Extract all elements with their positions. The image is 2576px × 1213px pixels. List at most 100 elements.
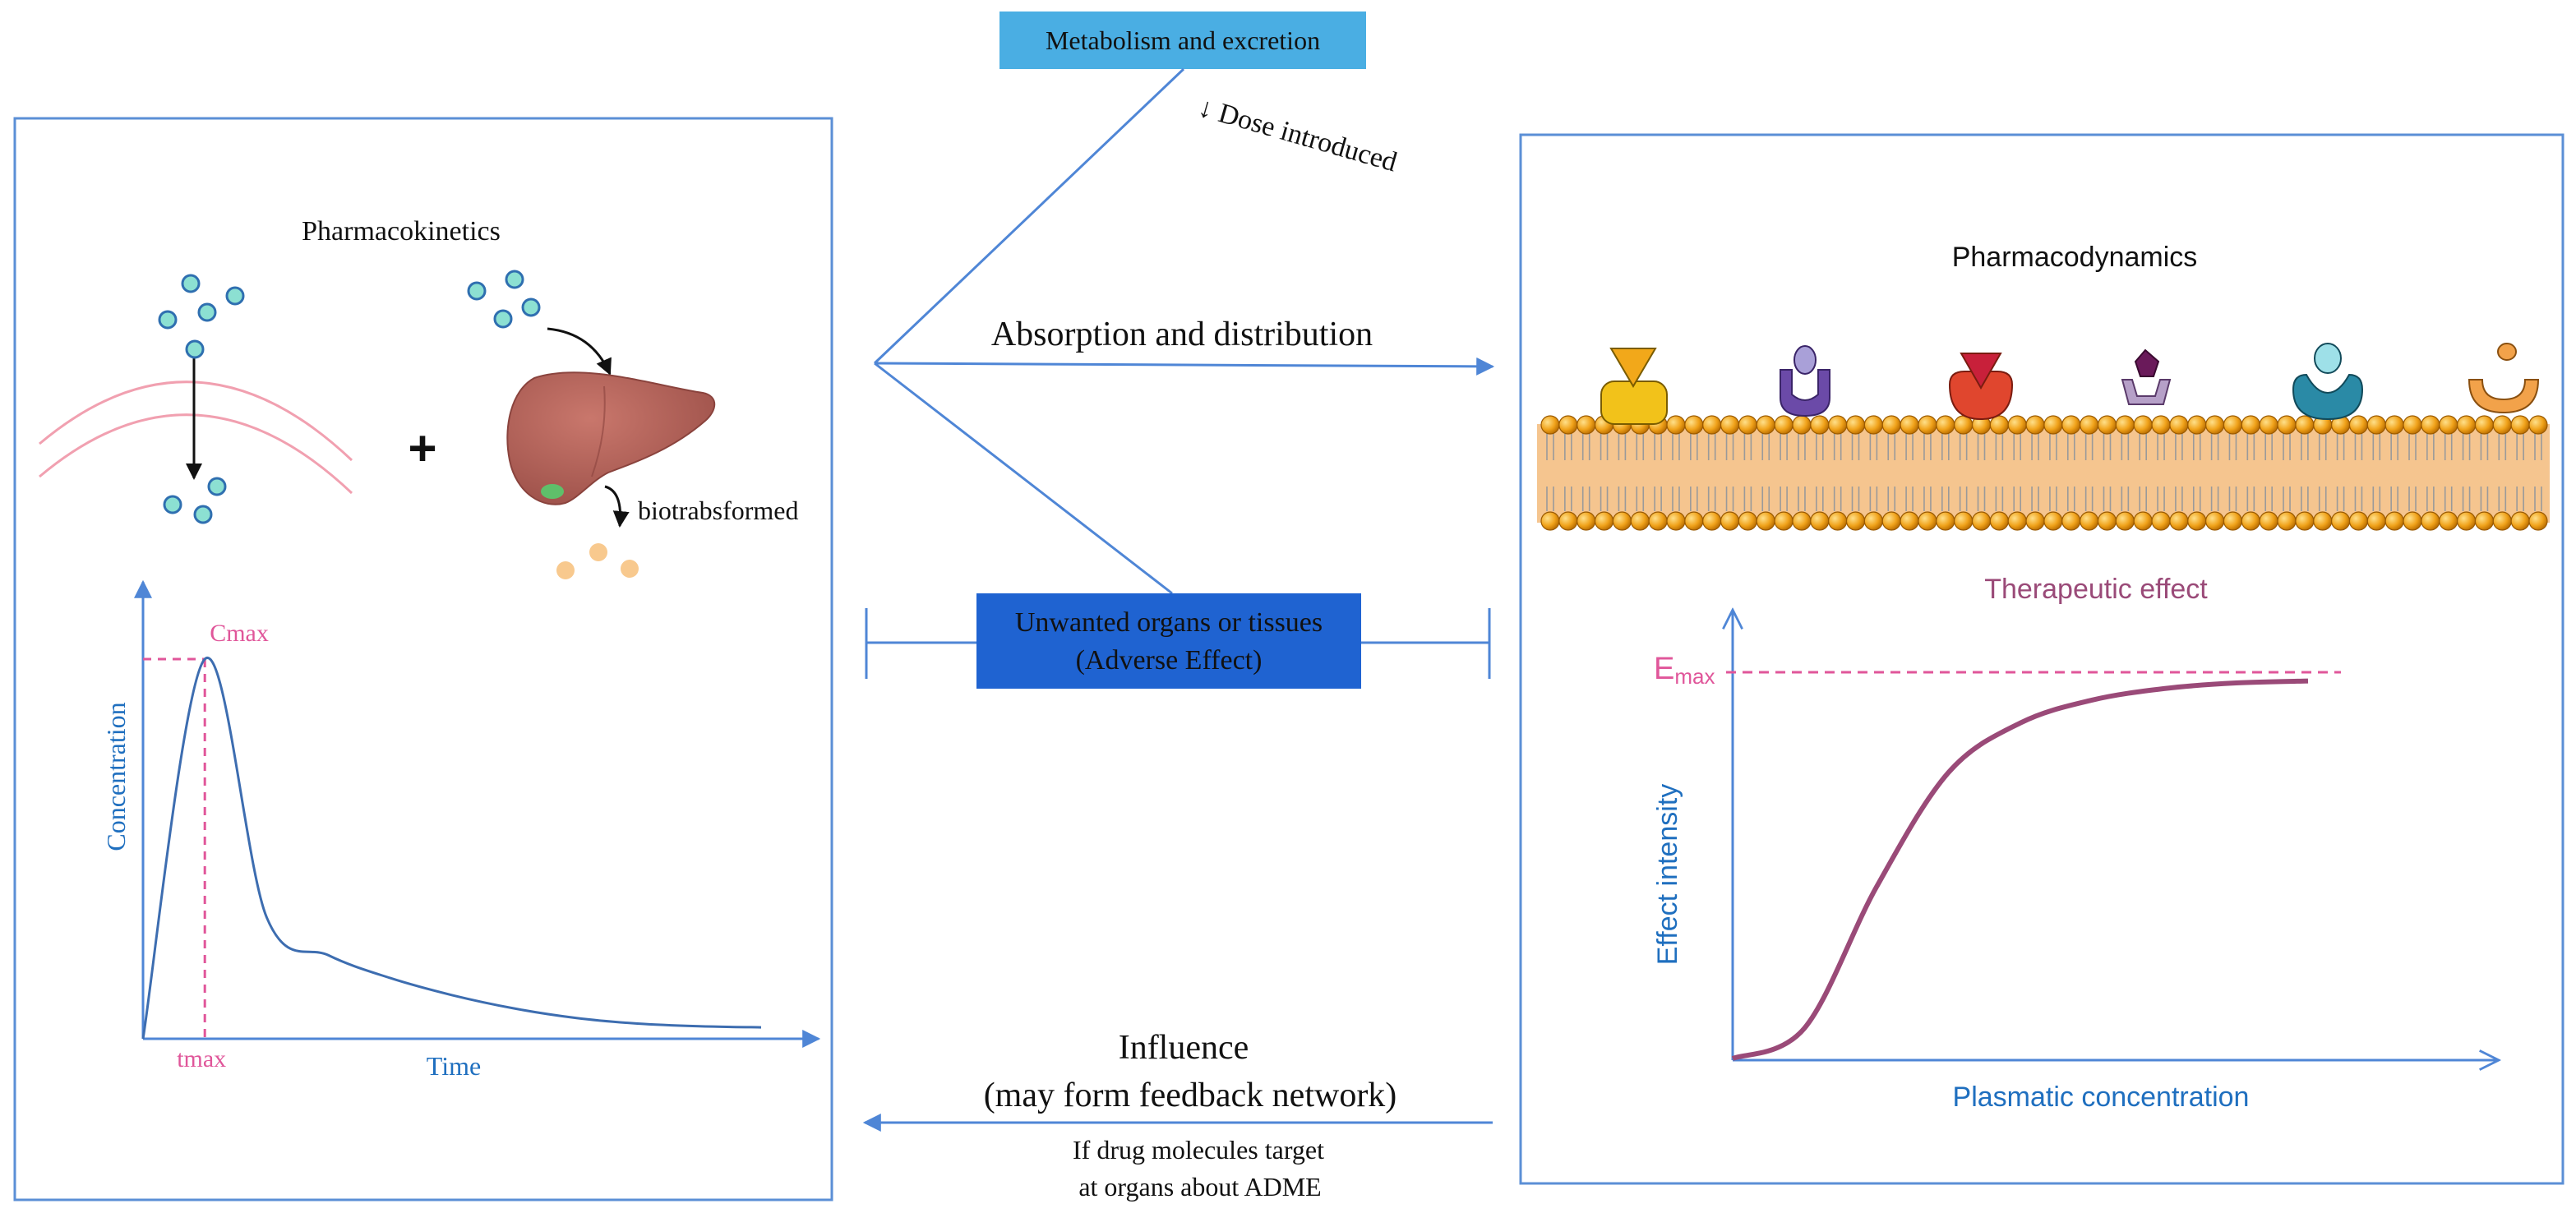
lipid-head [2277, 511, 2297, 531]
adverse-box [976, 593, 1361, 689]
lipid-tail [1654, 434, 1662, 511]
lipid-head [2439, 415, 2458, 435]
lipid-tail [2084, 434, 2094, 511]
lipid-tail [1707, 434, 1716, 511]
concentration-curve [141, 657, 762, 1040]
lipid-head [1881, 511, 1901, 531]
cell-membrane-icon [1537, 415, 2550, 531]
lipid-tail [2246, 434, 2255, 511]
lipid-head [2043, 511, 2063, 531]
lipid-head [1577, 415, 1596, 435]
lipid-tail [1780, 434, 1788, 511]
lipid-tail [2426, 434, 2435, 511]
lipid-tail [1851, 434, 1860, 511]
lipid-head [2510, 511, 2530, 531]
lipid-tail [2264, 434, 2273, 511]
lipid-head [1971, 511, 1992, 531]
lipid-tail [2103, 434, 2112, 511]
lipid-head [2259, 511, 2278, 531]
lipid-head [1540, 511, 1560, 531]
lipid-head [2061, 511, 2081, 531]
lipid-head [1648, 511, 1668, 531]
lipid-tail [1618, 434, 1627, 511]
lipid-head [1684, 511, 1704, 531]
lipid-tail [2498, 434, 2507, 511]
lipid-head [1738, 415, 1757, 435]
lipid-tail [1690, 434, 1698, 511]
lipid-tail [1869, 434, 1878, 511]
lipid-head [1918, 415, 1937, 435]
lipid-tail [1581, 434, 1590, 511]
pd-y-label: Effect intensity [1652, 784, 1683, 966]
receptor-icon [2121, 348, 2172, 405]
lipid-head [2348, 415, 2369, 435]
lipid-tail [1725, 434, 1734, 511]
emax-letter: E [1654, 652, 1674, 686]
lipid-head [2151, 511, 2171, 531]
lipid-head [2295, 511, 2315, 531]
receptor-icon [2292, 343, 2364, 421]
lipid-tail [2210, 434, 2219, 511]
lipid-head [2187, 511, 2207, 531]
lipid-tail [2157, 434, 2165, 511]
lipid-tail [1600, 434, 1609, 511]
lipid-tail [1995, 434, 2004, 511]
lipid-tail [2444, 434, 2453, 511]
lipid-head [2025, 415, 2045, 435]
lipid-head [1666, 511, 1686, 531]
lipid-head [1577, 511, 1596, 531]
lipid-head [1828, 511, 1848, 531]
lipid-head [1936, 415, 1955, 435]
lipid-head [1594, 511, 1614, 531]
lipid-tail [1833, 434, 1842, 511]
lipid-head [2187, 415, 2207, 435]
adverse-line1: Unwanted organs or tissues [1015, 607, 1323, 638]
lipid-head [2331, 511, 2351, 531]
lipid-head [2133, 511, 2153, 531]
lipid-head [1756, 415, 1775, 435]
lipid-tail [2372, 434, 2381, 511]
lipid-head [2080, 415, 2099, 435]
lipid-head [2384, 415, 2404, 435]
lipid-tail [2283, 434, 2291, 511]
lipid-head [2295, 415, 2315, 435]
lipid-tail [2301, 434, 2309, 511]
lipid-tail [2408, 434, 2417, 511]
lipid-head [1954, 511, 1974, 531]
lipid-tail [1941, 434, 1950, 511]
pd-x-label: Plasmatic concentration [1953, 1082, 2250, 1113]
lipid-head [1720, 415, 1740, 435]
pd-title: Pharmacodynamics [1952, 242, 2198, 273]
lipid-head [2007, 511, 2027, 531]
receptor-icon [1600, 348, 1668, 425]
lipid-tail [2336, 434, 2345, 511]
lipid-tail [1923, 434, 1932, 511]
lipid-head [2205, 511, 2225, 531]
lipid-head [2133, 415, 2153, 435]
lipid-head [2421, 511, 2440, 531]
target-line2: at organs about ADME [1078, 1172, 1321, 1201]
lipid-tail [2192, 434, 2201, 511]
lipid-head [2492, 511, 2512, 531]
cmax-label: Cmax [210, 620, 269, 647]
pk-y-label: Concentration [101, 702, 131, 851]
lipid-head [2223, 415, 2243, 435]
lipid-head [1792, 415, 1812, 435]
to-liver-arrow [547, 327, 612, 376]
lipid-head [1863, 511, 1883, 531]
lipid-tail [2516, 434, 2524, 511]
lipid-tail [2534, 434, 2542, 511]
lipid-head [2403, 511, 2422, 531]
receptor-icon [1948, 353, 2014, 421]
lipid-head [2277, 415, 2297, 435]
pd-panel-frame [1519, 133, 2564, 1185]
lipid-head [1558, 415, 1578, 435]
lipid-head [2115, 415, 2135, 435]
emax-subscript: max [1674, 664, 1715, 689]
lipid-head [1792, 511, 1812, 531]
lipid-head [1738, 511, 1757, 531]
lipid-tail [1761, 434, 1770, 511]
lipid-tail [2066, 434, 2075, 511]
lipid-tail [1959, 434, 1968, 511]
